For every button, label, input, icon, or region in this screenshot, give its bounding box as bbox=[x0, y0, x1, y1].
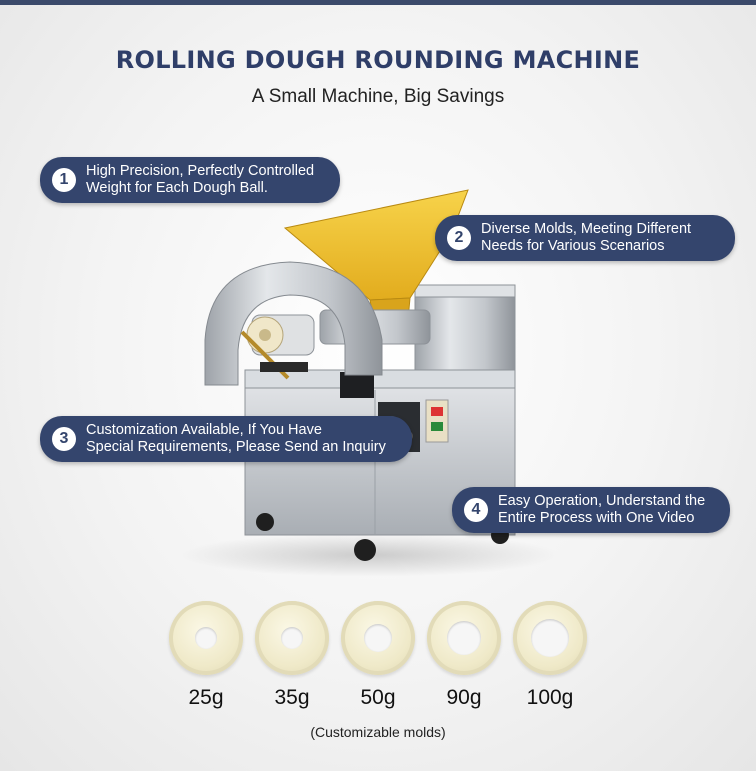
mold-50g bbox=[341, 601, 415, 675]
mold-label-35g: 35g bbox=[274, 686, 310, 709]
feature-4-number: 4 bbox=[464, 498, 488, 522]
mold-hole bbox=[281, 627, 303, 649]
feature-1-line1: High Precision, Perfectly Controlled bbox=[86, 163, 315, 179]
feature-2-line1: Diverse Molds, Meeting Different bbox=[481, 221, 692, 237]
mold-label-25g: 25g bbox=[188, 686, 224, 709]
feature-2-line2: Needs for Various Scenarios bbox=[481, 238, 665, 254]
molds-caption: (Customizable molds) bbox=[310, 724, 446, 740]
mold-label-100g: 100g bbox=[526, 686, 574, 709]
feature-2-text: Diverse Molds, Meeting Different Needs f… bbox=[481, 221, 691, 255]
mold-35g bbox=[255, 601, 329, 675]
feature-1-text: High Precision, Perfectly Controlled Wei… bbox=[86, 163, 314, 197]
feature-4-text: Easy Operation, Understand the Entire Pr… bbox=[498, 493, 705, 527]
feature-2: 2 Diverse Molds, Meeting Different Needs… bbox=[435, 215, 735, 261]
feature-3: 3 Customization Available, If You Have S… bbox=[40, 416, 412, 462]
feature-2-number: 2 bbox=[447, 226, 471, 250]
mold-hole bbox=[364, 624, 392, 652]
feature-1-line2: Weight for Each Dough Ball. bbox=[86, 180, 268, 196]
feature-4: 4 Easy Operation, Understand the Entire … bbox=[452, 487, 730, 533]
mold-90g bbox=[427, 601, 501, 675]
mold-25g bbox=[169, 601, 243, 675]
feature-4-line1: Easy Operation, Understand the bbox=[498, 493, 706, 509]
feature-4-line2: Entire Process with One Video bbox=[498, 510, 695, 526]
top-bar bbox=[0, 0, 756, 5]
mold-label-90g: 90g bbox=[446, 686, 482, 709]
page-title: ROLLING DOUGH ROUNDING MACHINE bbox=[115, 46, 641, 74]
mold-hole bbox=[531, 619, 569, 657]
feature-3-line1: Customization Available, If You Have bbox=[86, 422, 322, 438]
mold-hole bbox=[195, 627, 217, 649]
feature-3-text: Customization Available, If You Have Spe… bbox=[86, 422, 386, 456]
feature-3-line2: Special Requirements, Please Send an Inq… bbox=[86, 439, 386, 455]
mold-label-50g: 50g bbox=[360, 686, 396, 709]
feature-1: 1 High Precision, Perfectly Controlled W… bbox=[40, 157, 340, 203]
feature-1-number: 1 bbox=[52, 168, 76, 192]
page-subtitle: A Small Machine, Big Savings bbox=[251, 86, 505, 107]
mold-100g bbox=[513, 601, 587, 675]
feature-3-number: 3 bbox=[52, 427, 76, 451]
mold-hole bbox=[447, 621, 481, 655]
